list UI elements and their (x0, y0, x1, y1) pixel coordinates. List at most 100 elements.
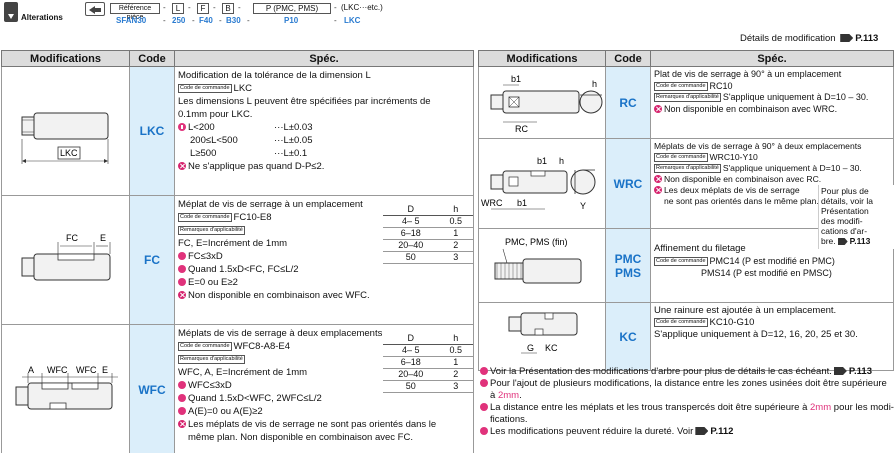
a-ill-label: A (28, 365, 34, 375)
side-note[interactable]: Pour plus de détails, voir la Présentati… (818, 185, 894, 249)
spec-wfc: Méplats de vis de serrage à deux emplace… (174, 324, 474, 453)
y-ill-label: Y (580, 201, 586, 211)
note-x-cont: ne sont pas orientés dans le même plan. (664, 196, 819, 206)
footnote-page[interactable]: P.113 (848, 366, 872, 377)
col-code: Code (605, 50, 651, 67)
b1-ill-label: b1 (517, 198, 527, 208)
not-available-icon (178, 420, 186, 428)
cmd-code: WRC10-Y10 (709, 152, 758, 162)
cmd-label: Code de commande (654, 153, 708, 163)
code-pms-text: PMS (614, 265, 641, 280)
dash: - (163, 16, 166, 25)
mini-header: h (438, 333, 473, 345)
spec-kc: Une rainure est ajoutée à un emplacement… (650, 302, 894, 371)
cmd-label: Code de commande (654, 81, 708, 91)
cmd-code: RC10 (709, 80, 733, 91)
spec-line: Les dimensions L peuvent être spécifiées… (178, 96, 431, 107)
pmc-ill-label: PMC, PMS (fin) (505, 237, 568, 247)
bulb-icon (178, 407, 186, 415)
spec-title: Modification de la tolérance de la dimen… (178, 70, 371, 81)
mini-cell: 20–40 (383, 368, 439, 381)
note-x: Non disponible en combinaison avec RC. (664, 174, 822, 184)
bulb-icon (178, 394, 186, 402)
wrc-illustration: h b1 WRC b1 Y (478, 138, 606, 229)
spec-title: Méplats de vis de serrage à deux emplace… (178, 328, 383, 339)
rc-ill-label: RC (515, 124, 528, 134)
side-note-line: cations d'ar- (821, 226, 868, 236)
footnote-page[interactable]: P.112 (710, 426, 734, 437)
rc-illustration: b1 h RC (478, 66, 606, 139)
cmd-code: LKC (233, 83, 253, 94)
spec-line: 0.1mm pour LKC. (178, 109, 253, 120)
dash: - (334, 3, 337, 12)
tol-val: ···L±0.1 (274, 148, 308, 159)
spec-title: Affinement du filetage (654, 243, 746, 254)
cmd-code: FC10-E8 (233, 212, 272, 223)
page-ref-icon (837, 238, 848, 245)
cmd-label: Code de commande (178, 341, 232, 351)
code-kc: KC (605, 302, 651, 371)
mini-cell: 1 (438, 227, 473, 240)
lkc-ill-label: LKC (60, 148, 78, 158)
mini-cell: 0.5 (438, 344, 473, 357)
mini-header: D (383, 333, 439, 345)
ref-box: Référence pièce (110, 3, 160, 21)
col-modifications: Modifications (478, 50, 606, 67)
b1-ill-label: b1 (511, 74, 521, 84)
footnote-text: Voir la Présentation des modifications d… (490, 366, 832, 377)
col-code: Code (129, 50, 175, 67)
note: E=0 ou E≥2 (188, 277, 238, 288)
bulb-icon (178, 265, 186, 273)
tolerance-list: L<200···L±0.03 200≤L<500···L±0.05 L≥500·… (178, 121, 470, 160)
e-ill-label: E (100, 233, 106, 243)
note: WFC≤3xD (188, 380, 232, 391)
note: A(E)=0 ou A(E)≥2 (188, 406, 263, 417)
mini-cell: 3 (438, 251, 473, 264)
mini-cell: 20–40 (383, 239, 439, 252)
e-ill-label: E (102, 365, 108, 375)
cmd-label: Code de commande (178, 212, 232, 222)
remarks-label: Remarques d'applicabilité (654, 164, 721, 174)
page-ref-icon (840, 34, 854, 42)
fc-illustration: FC E (1, 195, 130, 325)
row-rc: b1 h RC RC Plat de vis de serrage à 90° … (478, 66, 894, 139)
side-note-page: P.113 (849, 236, 871, 246)
mini-cell: 50 (383, 251, 439, 264)
wfc-ill-label: WFC (47, 365, 68, 375)
page-ref-icon (833, 367, 847, 375)
pmc-illustration: PMC, PMS (fin) (478, 228, 606, 303)
detail-link-text: Détails de modification (740, 33, 836, 44)
remarks-label: Remarques d'applicabilité (178, 225, 245, 235)
mini-cell: 4– 5 (383, 344, 439, 357)
cmd-label: Code de commande (654, 257, 708, 267)
note-x-cont: même plan. Non disponible en combinaison… (188, 432, 413, 443)
spec-rc: Plat de vis de serrage à 90° à un emplac… (650, 66, 894, 139)
mini-cell: 0.5 (438, 215, 473, 228)
footnote-text: pour les modi- (833, 402, 894, 413)
reference-icon (85, 2, 105, 16)
page-ref-icon (695, 427, 709, 435)
col-spec: Spéc. (650, 50, 894, 67)
note-x: Non disponible en combinaison avec WRC. (664, 103, 838, 114)
alterations-icon (4, 2, 18, 22)
tol-cond: 200≤L<500 (190, 135, 238, 146)
box-p: P (PMC, PMS) (253, 3, 331, 14)
dash: - (188, 3, 191, 12)
footnote-cont: à 2mm. (480, 390, 894, 402)
box-f: F (197, 3, 209, 14)
field-b-value: B30 (226, 16, 241, 25)
mini-cell: 6–18 (383, 227, 439, 240)
detail-link[interactable]: Détails de modification P.113 (740, 33, 878, 44)
dash: - (219, 16, 222, 25)
spec-line: FC, E=Incrément de 1mm (178, 238, 288, 249)
wfc-ill-label: WFC (76, 365, 97, 375)
spec-line: S'applique uniquement à D=12, 16, 20, 25… (654, 329, 858, 340)
dash: - (192, 16, 195, 25)
mini-cell: 3 (438, 380, 473, 393)
g-ill-label: G (527, 343, 534, 353)
left-modifications-table: Modifications Code Spéc. LKC (1, 50, 474, 453)
note: FC≤3xD (188, 251, 223, 262)
not-available-icon (654, 186, 662, 194)
mini-cell: 6–18 (383, 356, 439, 369)
